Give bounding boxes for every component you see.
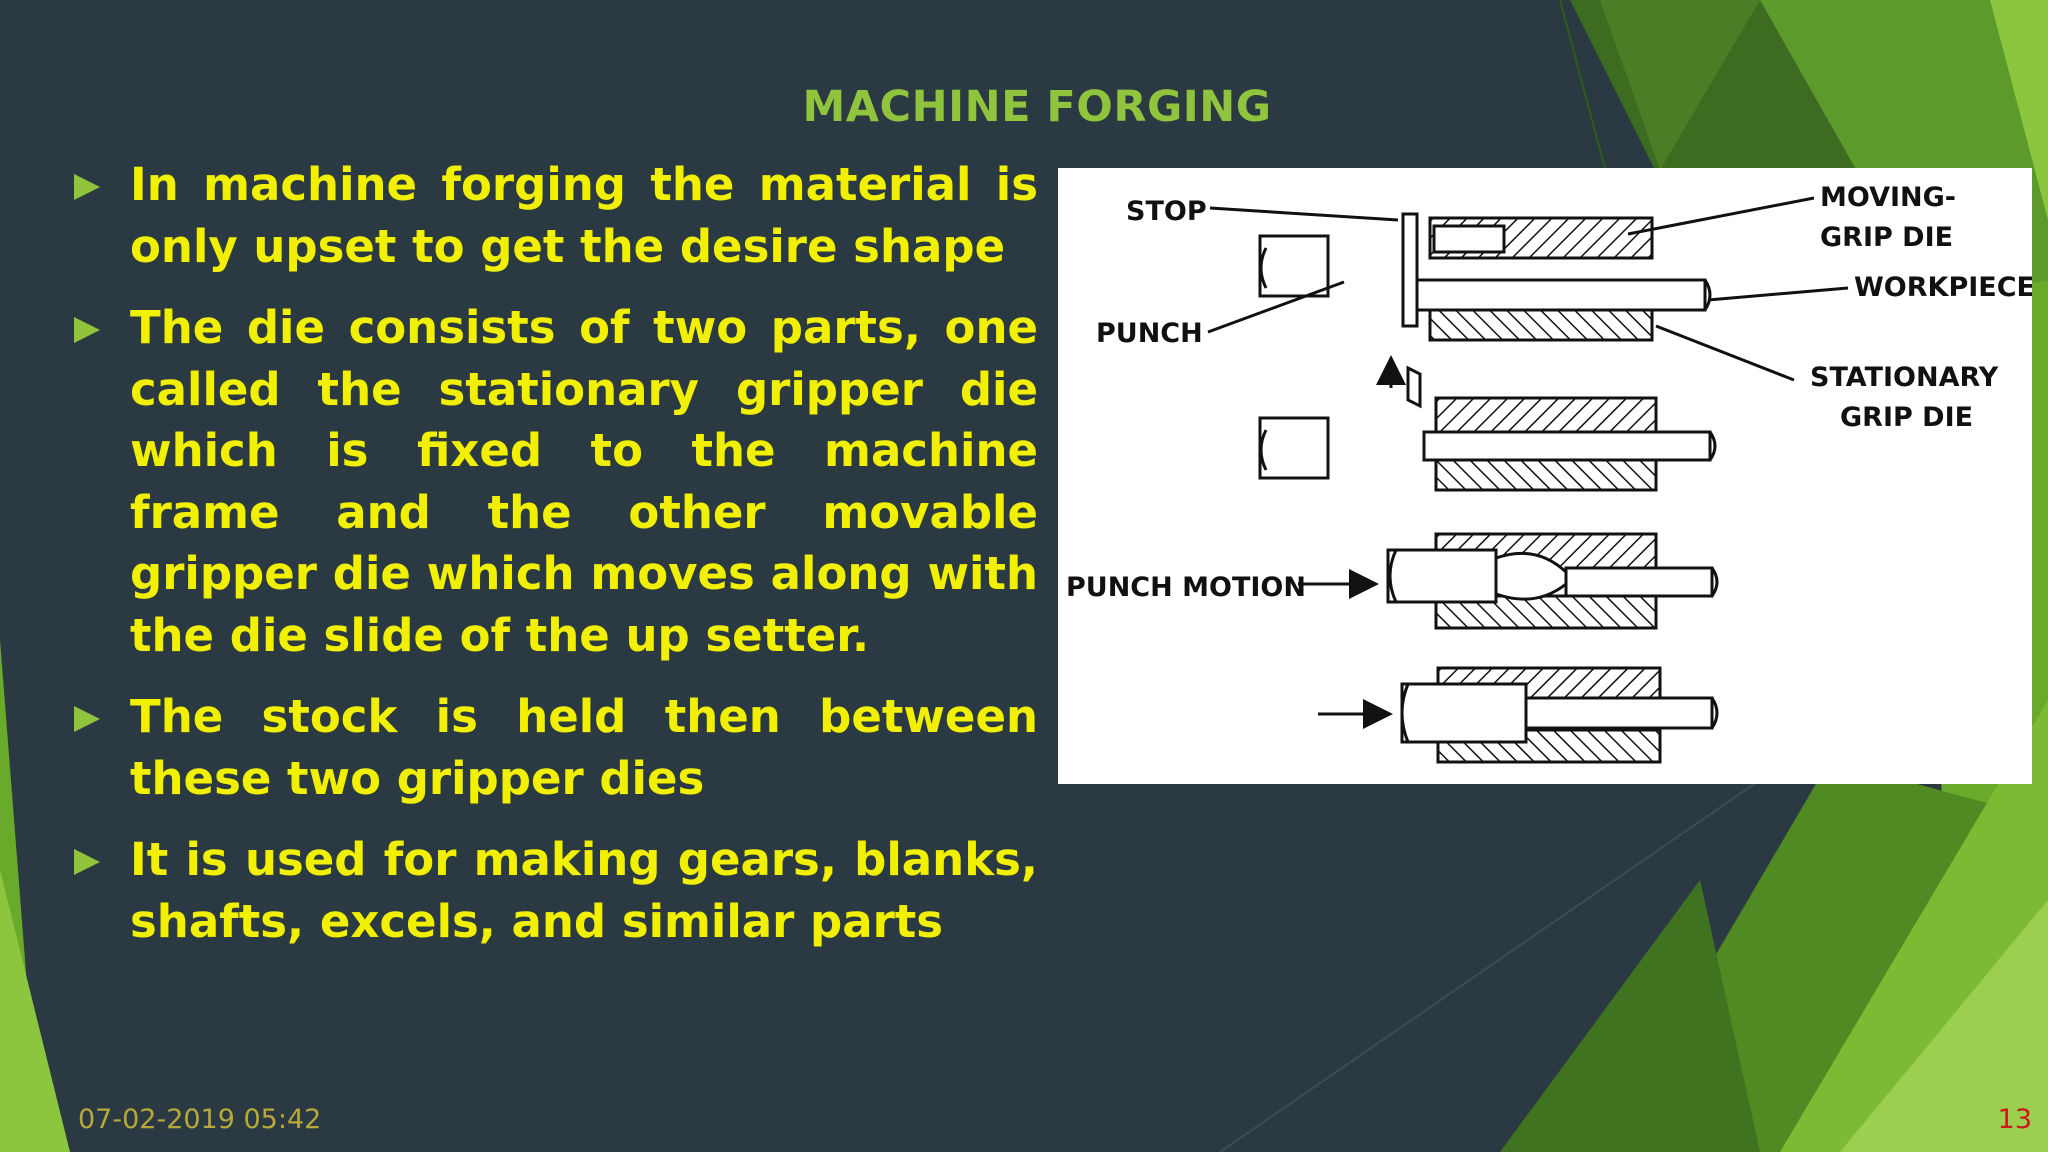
label-punch-motion: PUNCH MOTION (1066, 572, 1306, 603)
triangle-right-icon (72, 686, 130, 809)
bg-shape-bottom-light (1840, 900, 2048, 1152)
label-workpiece: WORKPIECE (1854, 272, 2032, 303)
bullet-text: The stock is held then between these two… (130, 690, 1038, 805)
bg-shape-bottom-dark (1500, 880, 1760, 1152)
triangle-right-icon (72, 154, 130, 277)
bullet-item: In machine forging the material is only … (72, 154, 1038, 277)
label-moving-grip-die-line2: GRIP DIE (1820, 222, 1953, 253)
slide-number: 13 (1997, 1104, 2032, 1135)
bullet-item: The stock is held then between these two… (72, 686, 1038, 809)
forging-diagram-svg: STOP PUNCH MOVING- GRIP DIE WORKPIECE ST… (1066, 182, 2035, 764)
triangle-right-icon (72, 829, 130, 952)
slide-title: MACHINE FORGING (802, 82, 1272, 132)
triangle-right-icon (72, 297, 130, 666)
label-stationary-grip-die-line2: GRIP DIE (1840, 402, 1973, 433)
bg-line (1219, 779, 1761, 1152)
label-stop: STOP (1126, 196, 1207, 227)
forging-diagram: STOP PUNCH MOVING- GRIP DIE WORKPIECE ST… (1058, 168, 2035, 784)
bullet-item: It is used for making gears, blanks, sha… (72, 829, 1038, 952)
bg-shape-left-strip-2 (0, 870, 70, 1152)
label-stationary-grip-die-line1: STATIONARY (1810, 362, 1999, 393)
bullet-item: The die consists of two parts, one calle… (72, 297, 1038, 666)
bg-shape-top-light (1990, 0, 2048, 220)
bullet-text: In machine forging the material is only … (130, 158, 1038, 273)
bullet-text: The die consists of two parts, one calle… (130, 301, 1038, 662)
bullet-text: It is used for making gears, blanks, sha… (130, 833, 1038, 948)
footer-date: 07-02-2019 05:42 (78, 1104, 322, 1135)
bullet-list: In machine forging the material is only … (72, 154, 1038, 972)
label-punch: PUNCH (1096, 318, 1203, 349)
label-moving-grip-die-line1: MOVING- (1820, 182, 1956, 213)
bg-shape-top-mid (1600, 0, 1760, 170)
